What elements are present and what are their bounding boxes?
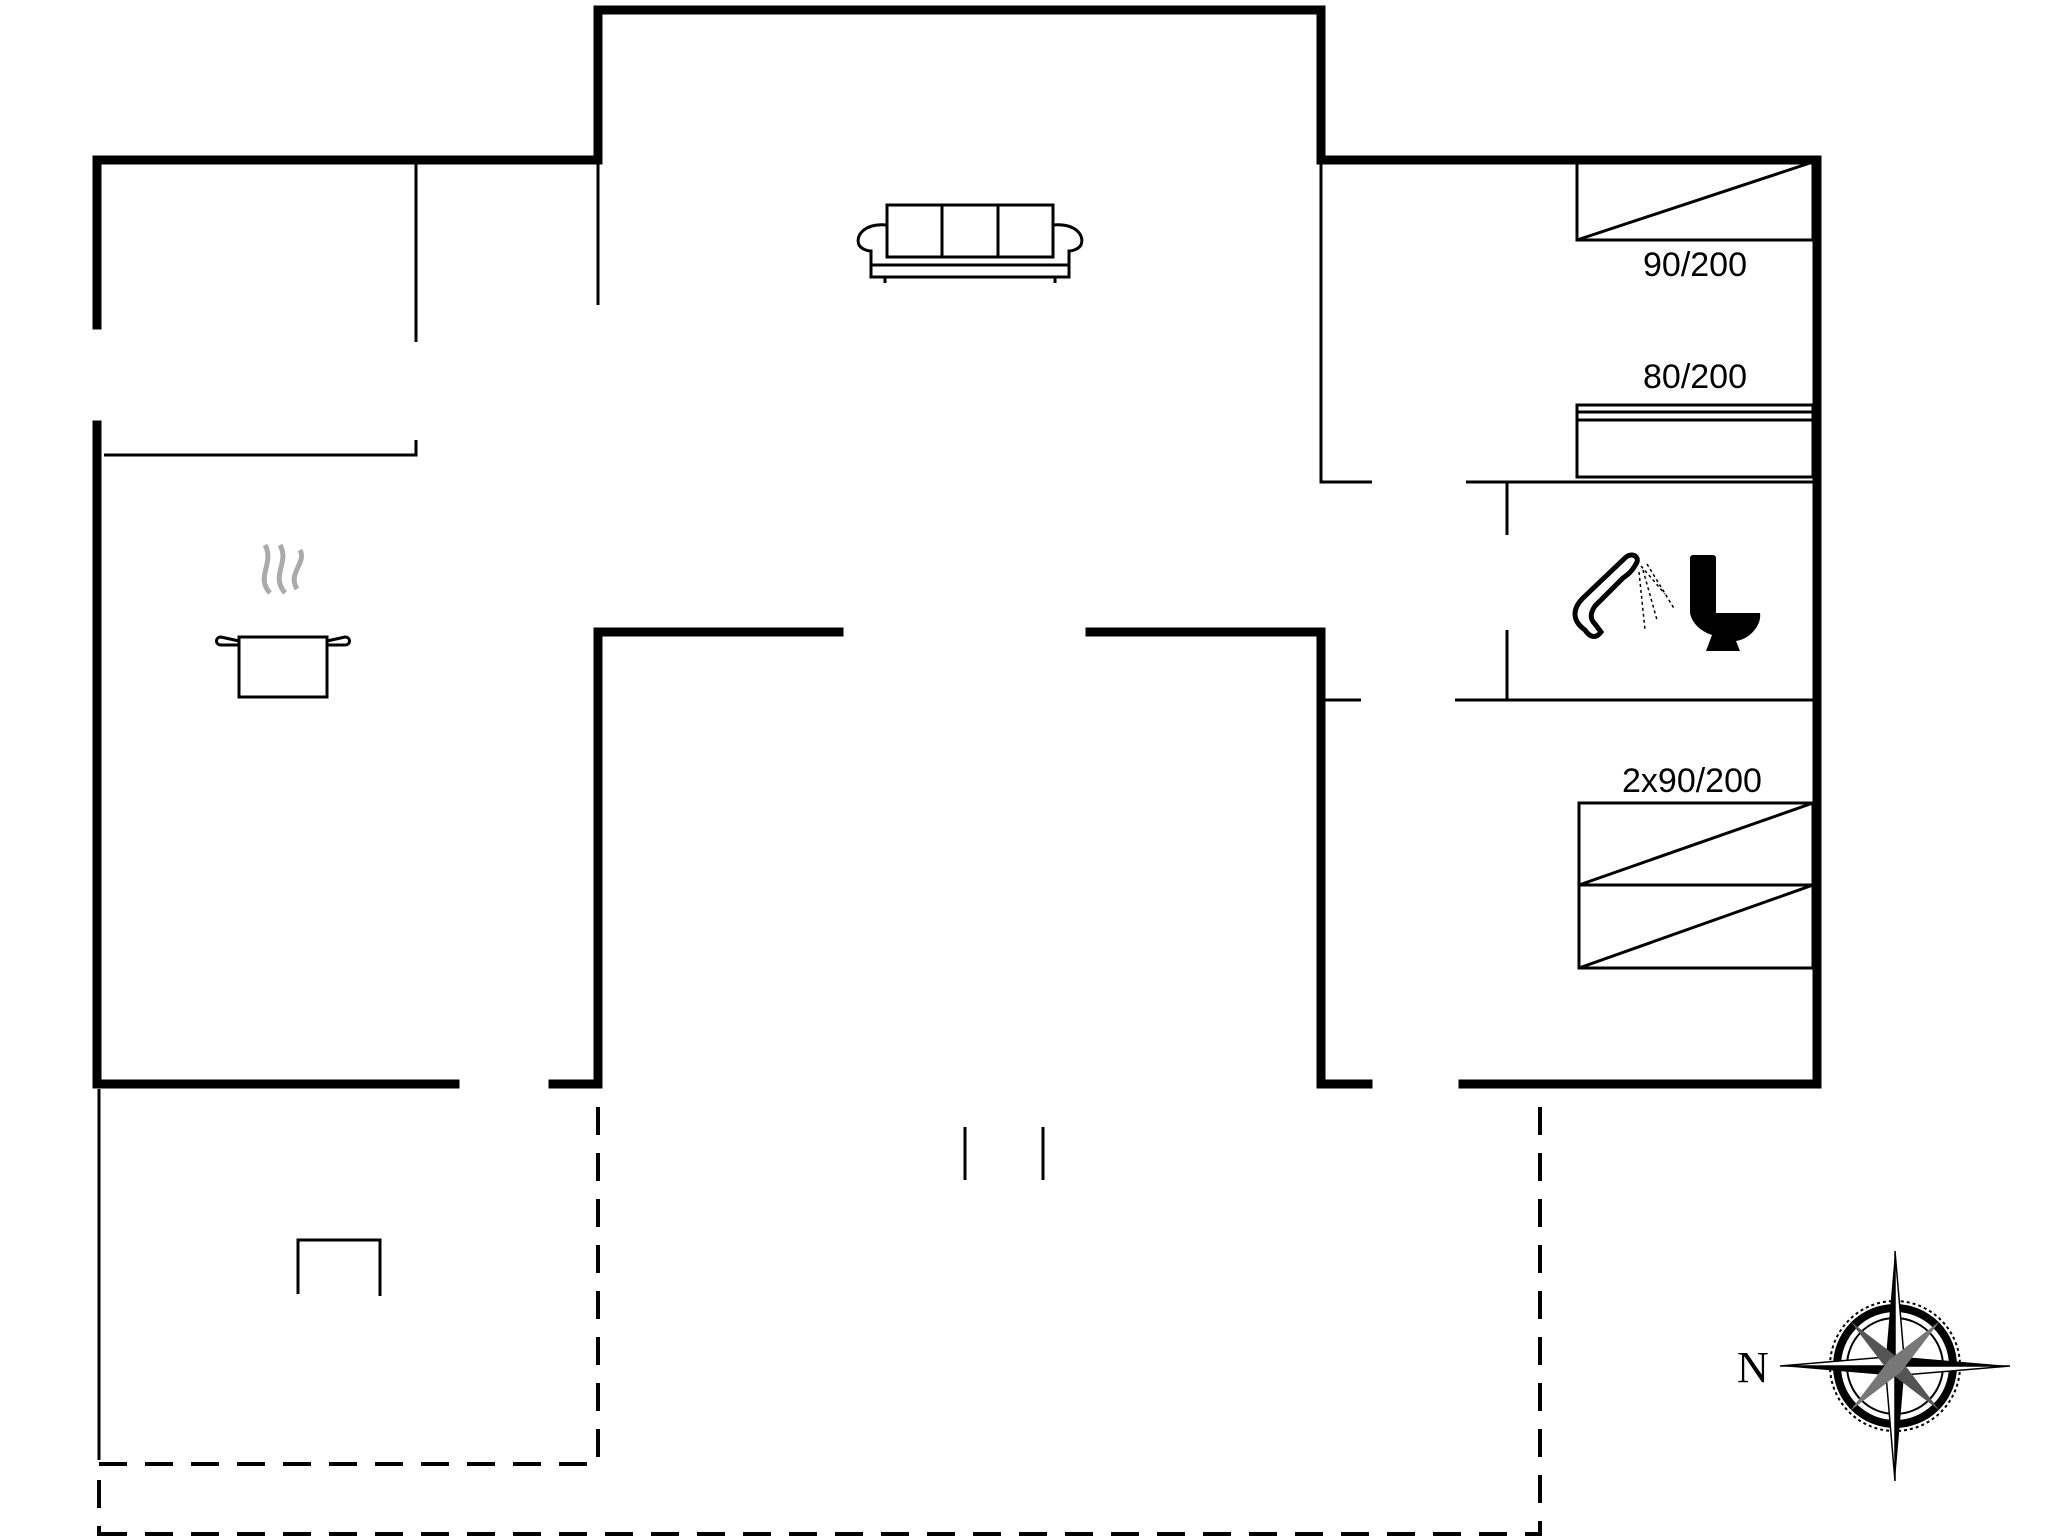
compass-north-label: N — [1737, 1343, 1769, 1392]
compass-rose-icon — [1779, 1250, 2011, 1482]
bed-90-200 — [1575, 160, 1815, 242]
bed-label-80-200: 80/200 — [1643, 358, 1747, 396]
bed-label-90-200: 90/200 — [1643, 246, 1747, 284]
door-marks — [963, 1127, 1045, 1180]
fireplace-icon — [296, 1238, 382, 1296]
bed-2x90-200 — [1577, 801, 1815, 970]
exterior-walls — [92, 5, 1822, 1089]
sofa-icon — [856, 203, 1084, 283]
interior-walls — [104, 160, 1813, 702]
bed-80-200 — [1575, 403, 1815, 479]
terrace-outline — [97, 1089, 1542, 1536]
bed-label-2x90-200: 2x90/200 — [1622, 762, 1762, 800]
toilet-icon — [1690, 555, 1761, 651]
cooking-pot-icon — [215, 543, 351, 699]
shower-icon — [1572, 552, 1676, 639]
